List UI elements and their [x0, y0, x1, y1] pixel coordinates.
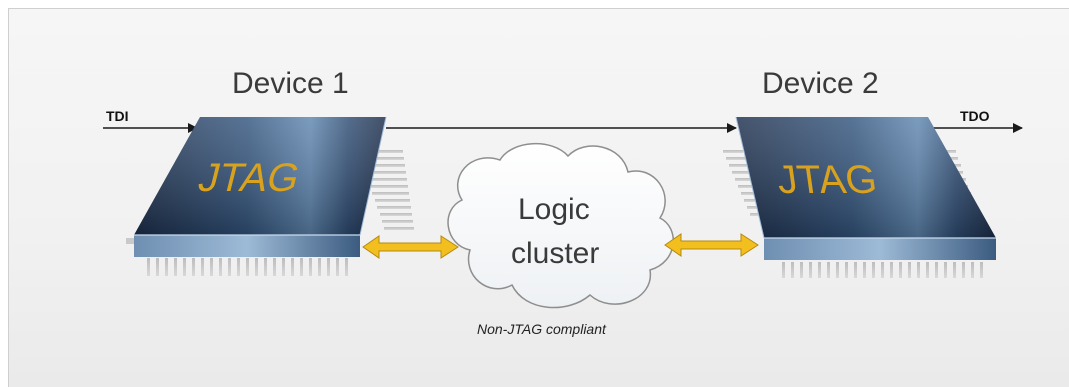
cloud-label-line1: Logic	[518, 193, 590, 226]
device-1-left-pin-shadow	[126, 238, 138, 244]
tdo-label: TDO	[960, 108, 990, 124]
device-1-right-pins	[357, 150, 414, 230]
tdi-label: TDI	[106, 108, 129, 124]
cloud-note: Non-JTAG compliant	[477, 321, 607, 337]
cloud-label-line2: cluster	[511, 237, 599, 270]
device-2-bottom-pins	[782, 262, 983, 278]
device-2-chip-edge	[764, 238, 996, 260]
bidir-arrow-right	[664, 233, 759, 257]
device-2-chip-label: JTAG	[774, 157, 880, 202]
bidir-arrow-left	[362, 235, 459, 259]
device-1-chip-label: JTAG	[194, 155, 305, 200]
device-2-title: Device 2	[762, 67, 879, 100]
device-2: Device 2	[723, 67, 996, 278]
device-1-bottom-pins	[147, 258, 348, 276]
cloud-shape	[447, 143, 674, 309]
device-1-chip-edge	[134, 235, 360, 257]
device-1-title: Device 1	[232, 67, 349, 100]
logic-cluster-cloud: Logic cluster Non-JTAG compliant	[447, 143, 674, 337]
device-1: Device 1	[126, 67, 414, 276]
